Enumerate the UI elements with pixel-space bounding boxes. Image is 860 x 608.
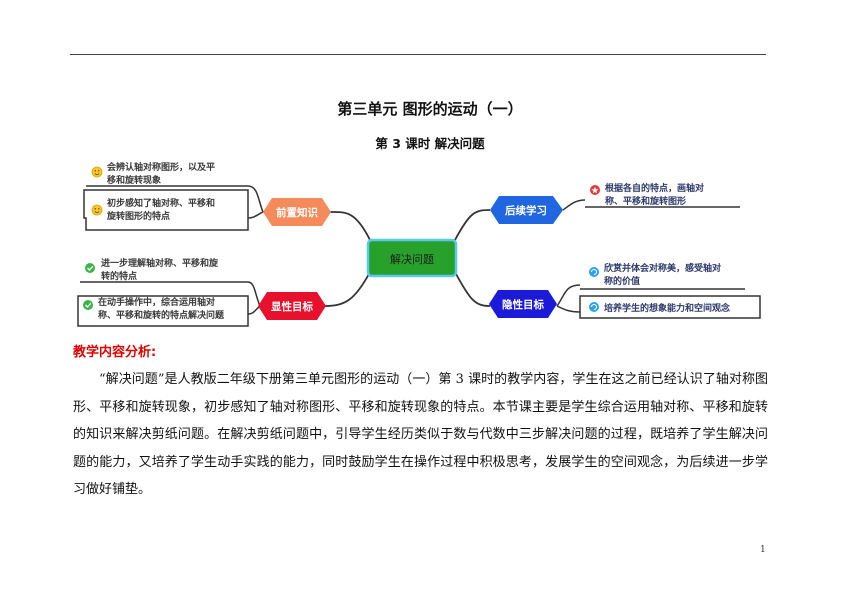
page-title: 第三单元 图形的运动（一） bbox=[337, 100, 523, 118]
analysis-paragraph: “解决问题”是人教版二年级下册第三单元图形的运动（一）第 3 课时的教学内容，学… bbox=[73, 372, 768, 497]
leaf-box-implicit-2 bbox=[579, 295, 761, 319]
leaf-followup-1: 根据各自的特点，画轴对称、平移和旋转图形 bbox=[605, 182, 704, 207]
connector-followup bbox=[454, 209, 491, 241]
center-node-label: 解决问题 bbox=[390, 252, 434, 266]
connector-prior-leaf2 bbox=[247, 211, 264, 219]
branch-node-followup bbox=[490, 196, 563, 224]
connector-explicit-leaf2 bbox=[247, 305, 261, 315]
leaf-explicit-1: 进一步理解轴对称、平移和旋转的特点 bbox=[101, 257, 219, 282]
branch-label-followup: 后续学习 bbox=[505, 204, 547, 217]
leaf-prior-2: 初步感知了轴对称、平移和旋转图形的特点 bbox=[106, 197, 215, 222]
leaf-prior-1: 会辨认轴对称图形，以及平移和旋转现象 bbox=[107, 161, 215, 186]
connector-explicit bbox=[324, 271, 371, 307]
check-icon bbox=[83, 300, 93, 310]
leaf-box-explicit-2 bbox=[77, 295, 249, 327]
header-rule bbox=[70, 54, 766, 55]
smiley-icon bbox=[91, 166, 103, 178]
connector-implicit-leaf1 bbox=[556, 284, 581, 307]
branch-label-prior: 前置知识 bbox=[276, 206, 318, 219]
connector-implicit bbox=[454, 271, 491, 307]
star-icon bbox=[590, 185, 600, 195]
leaf-box-prior-2 bbox=[83, 189, 249, 231]
check-icon bbox=[85, 263, 95, 273]
connector-followup-leaf1 bbox=[562, 199, 586, 211]
connector-explicit-leaf1 bbox=[247, 281, 261, 307]
connector-prior-leaf1 bbox=[247, 185, 264, 213]
refresh-icon bbox=[589, 302, 599, 312]
smiley-icon bbox=[91, 204, 103, 216]
refresh-icon bbox=[589, 267, 599, 277]
leaf-implicit-2: 培养学生的想象能力和空间观念 bbox=[604, 302, 730, 314]
branch-node-prior bbox=[263, 198, 331, 226]
branch-node-explicit bbox=[258, 292, 326, 320]
page-number: 1 bbox=[760, 545, 766, 555]
page-subtitle: 第 3 课时 解决问题 bbox=[375, 136, 485, 151]
connector-prior bbox=[329, 211, 371, 241]
branch-label-explicit: 显性目标 bbox=[271, 300, 313, 313]
mindmap: 解决问题 前置知识 显性目标 后续学习 隐性目标 会辨认轴对称图形，以及 bbox=[77, 161, 761, 327]
branch-node-implicit bbox=[489, 290, 557, 318]
branch-label-implicit: 隐性目标 bbox=[502, 298, 544, 311]
center-node bbox=[366, 238, 458, 278]
leaf-implicit-1: 欣赏并体会对称美，感受轴对称的价值 bbox=[604, 262, 721, 287]
connector-implicit-leaf2 bbox=[556, 305, 581, 313]
leaf-explicit-2: 在动手操作中，综合运用轴对称、平移和旋转的特点解决问题 bbox=[98, 296, 225, 321]
section-heading: 教学内容分析: bbox=[73, 345, 157, 360]
